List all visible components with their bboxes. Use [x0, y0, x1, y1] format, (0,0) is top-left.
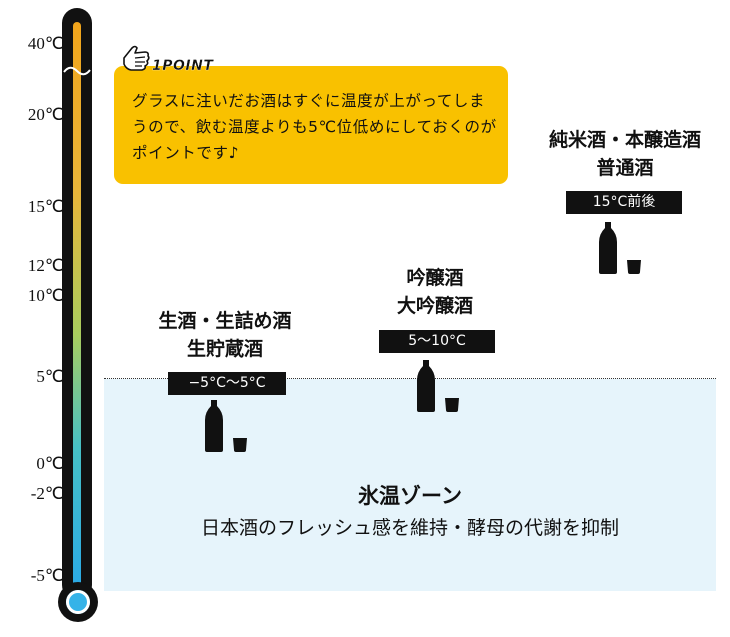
pointing-hand-icon — [123, 45, 150, 71]
sake-name: 純米酒・本醸造酒 — [548, 129, 701, 151]
temperature-badge: 5〜10°C — [379, 330, 495, 353]
tick-label: 5℃ — [36, 367, 64, 386]
tick-label: 12℃ — [27, 256, 64, 275]
tick-label: -5℃ — [30, 566, 64, 585]
point-label: 1POINT — [152, 58, 214, 74]
tick-label: -2℃ — [30, 484, 64, 503]
zone-description: 日本酒のフレッシュ感を維持・酵母の代謝を抑制 — [200, 517, 619, 539]
temperature-badge: −5°C〜5°C — [168, 372, 286, 395]
thermometer-bulb — [58, 582, 98, 622]
tick-label: 0℃ — [36, 454, 64, 473]
point-text: グラスに注いだお酒はすぐに温度が上がってしまうので、飲む温度よりも5℃位低めにし… — [132, 92, 497, 162]
point-callout — [114, 66, 508, 184]
sake-bottle-icon — [417, 360, 459, 412]
zone-title: 氷温ゾーン — [358, 483, 462, 508]
sake-name: 生酒・生詰め酒 — [158, 310, 292, 332]
thermometer-bulb-inner — [66, 590, 90, 614]
tick-label: 40℃ — [27, 34, 64, 53]
sake-name: 大吟醸酒 — [396, 295, 473, 317]
sake-name: 生貯蔵酒 — [186, 338, 263, 360]
tick-label: 20℃ — [27, 105, 64, 124]
zone-boundary-line — [104, 378, 716, 379]
sake-name: 普通酒 — [596, 157, 654, 179]
tick-label: 10℃ — [27, 286, 64, 305]
sake-bottle-icon — [599, 222, 641, 274]
scale-break-icon — [63, 66, 91, 76]
temperature-badge: 15°C前後 — [566, 191, 682, 214]
sake-bottle-icon — [205, 400, 247, 452]
tick-label: 15℃ — [27, 197, 64, 216]
thermometer-mercury — [73, 22, 81, 590]
sake-name: 吟醸酒 — [406, 267, 464, 289]
